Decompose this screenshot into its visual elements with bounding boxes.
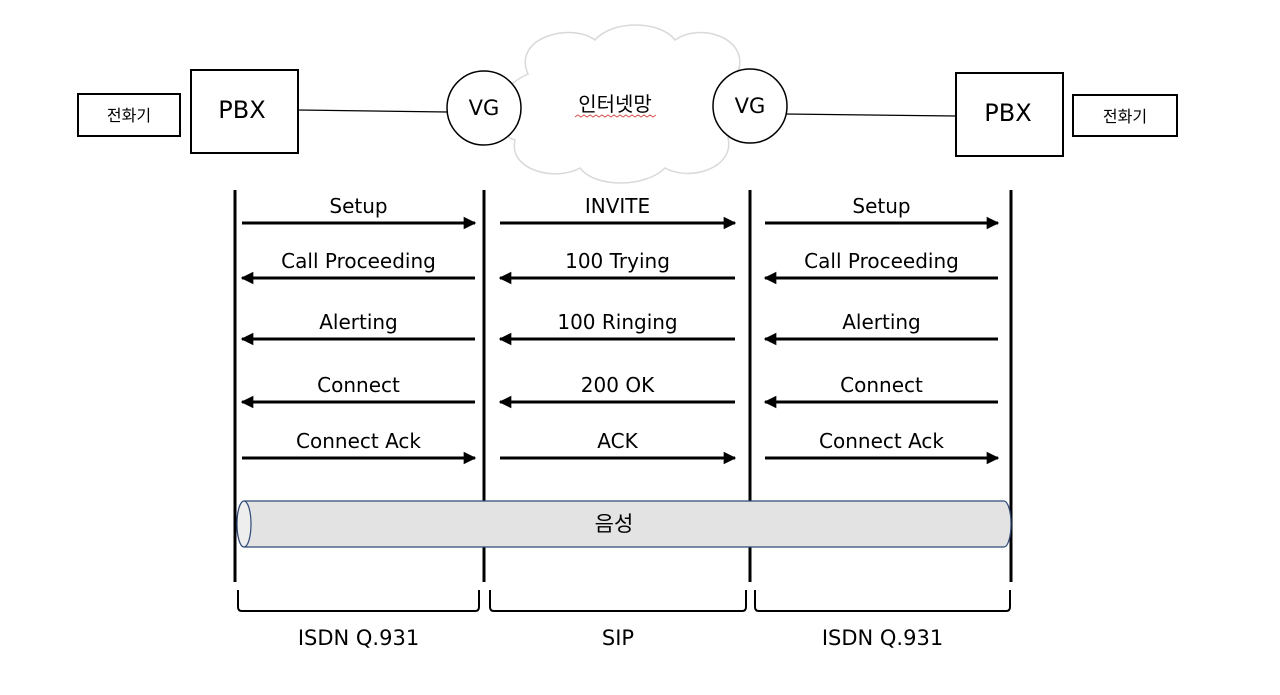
message-invite: INVITE — [500, 194, 737, 230]
bracket-shape — [754, 590, 1011, 612]
protocol-label: ISDN Q.931 — [298, 626, 419, 650]
message-connect: Connect — [763, 373, 998, 409]
protocol-bracket: SIP — [489, 590, 747, 650]
right-vg: VG — [712, 68, 788, 144]
link-left-pbx-vg — [297, 109, 449, 113]
message-ack: ACK — [500, 429, 737, 465]
message-label: Setup — [852, 194, 910, 218]
left-vg-circle — [446, 70, 522, 146]
protocol-brackets: ISDN Q.931 SIP ISDN Q.931 — [237, 590, 1011, 650]
message-label: Call Proceeding — [281, 249, 436, 273]
message-100-trying: 100 Trying — [498, 249, 735, 285]
left-pbx: PBX — [190, 69, 299, 154]
protocol-bracket: ISDN Q.931 — [237, 590, 480, 650]
right-pbx-box — [955, 72, 1064, 157]
left-phone-label: 전화기 — [107, 106, 151, 125]
protocol-label: ISDN Q.931 — [822, 626, 943, 650]
message-200-ok: 200 OK — [498, 373, 735, 409]
message-label: ACK — [597, 429, 638, 453]
left-vg-label: VG — [469, 96, 500, 120]
right-vg-circle — [712, 68, 788, 144]
message-connect-ack: Connect Ack — [242, 429, 477, 465]
message-label: Connect — [840, 373, 923, 397]
left-phone-box — [77, 93, 181, 137]
cloud-shape — [495, 24, 759, 184]
message-setup: Setup — [242, 194, 477, 230]
protocol-label: SIP — [602, 626, 634, 650]
voice-pipe-end — [236, 500, 252, 548]
message-label: 100 Trying — [565, 249, 670, 273]
message-label: Connect Ack — [819, 429, 944, 453]
message-100-ringing: 100 Ringing — [498, 310, 735, 346]
message-label: 200 OK — [581, 373, 655, 397]
link-right-vg-pbx — [784, 113, 957, 117]
right-phone: 전화기 — [1072, 94, 1178, 137]
message-label: Setup — [329, 194, 387, 218]
message-connect-ack: Connect Ack — [765, 429, 1000, 465]
right-pbx: PBX — [955, 72, 1064, 157]
protocol-bracket: ISDN Q.931 — [754, 590, 1011, 650]
voice-channel-label: 음성 — [595, 512, 634, 536]
right-vg-label: VG — [735, 94, 766, 118]
left-pbx-label: PBX — [218, 96, 265, 124]
message-label: INVITE — [585, 194, 650, 218]
right-pbx-label: PBX — [984, 99, 1031, 127]
message-label: Connect — [317, 373, 400, 397]
spellcheck-squiggle — [574, 114, 657, 118]
message-call-proceeding: Call Proceeding — [240, 249, 475, 285]
network-cloud: 인터넷망 — [495, 24, 759, 184]
message-label: Alerting — [842, 310, 921, 334]
bracket-shape — [237, 590, 480, 612]
left-vg: VG — [446, 70, 522, 146]
message-alerting: Alerting — [240, 310, 475, 346]
left-pbx-box — [190, 69, 299, 154]
message-label: Connect Ack — [296, 429, 421, 453]
message-label: 100 Ringing — [557, 310, 677, 334]
bracket-shape — [489, 590, 747, 612]
message-call-proceeding: Call Proceeding — [763, 249, 998, 285]
message-alerting: Alerting — [763, 310, 998, 346]
right-phone-box — [1072, 94, 1178, 137]
message-connect: Connect — [240, 373, 475, 409]
message-label: Call Proceeding — [804, 249, 959, 273]
left-phone: 전화기 — [77, 93, 181, 137]
right-phone-label: 전화기 — [1103, 107, 1147, 126]
network-label: 인터넷망 — [578, 92, 652, 116]
voice-channel: 음성 — [236, 500, 1012, 548]
message-setup: Setup — [765, 194, 1000, 230]
message-label: Alerting — [319, 310, 398, 334]
